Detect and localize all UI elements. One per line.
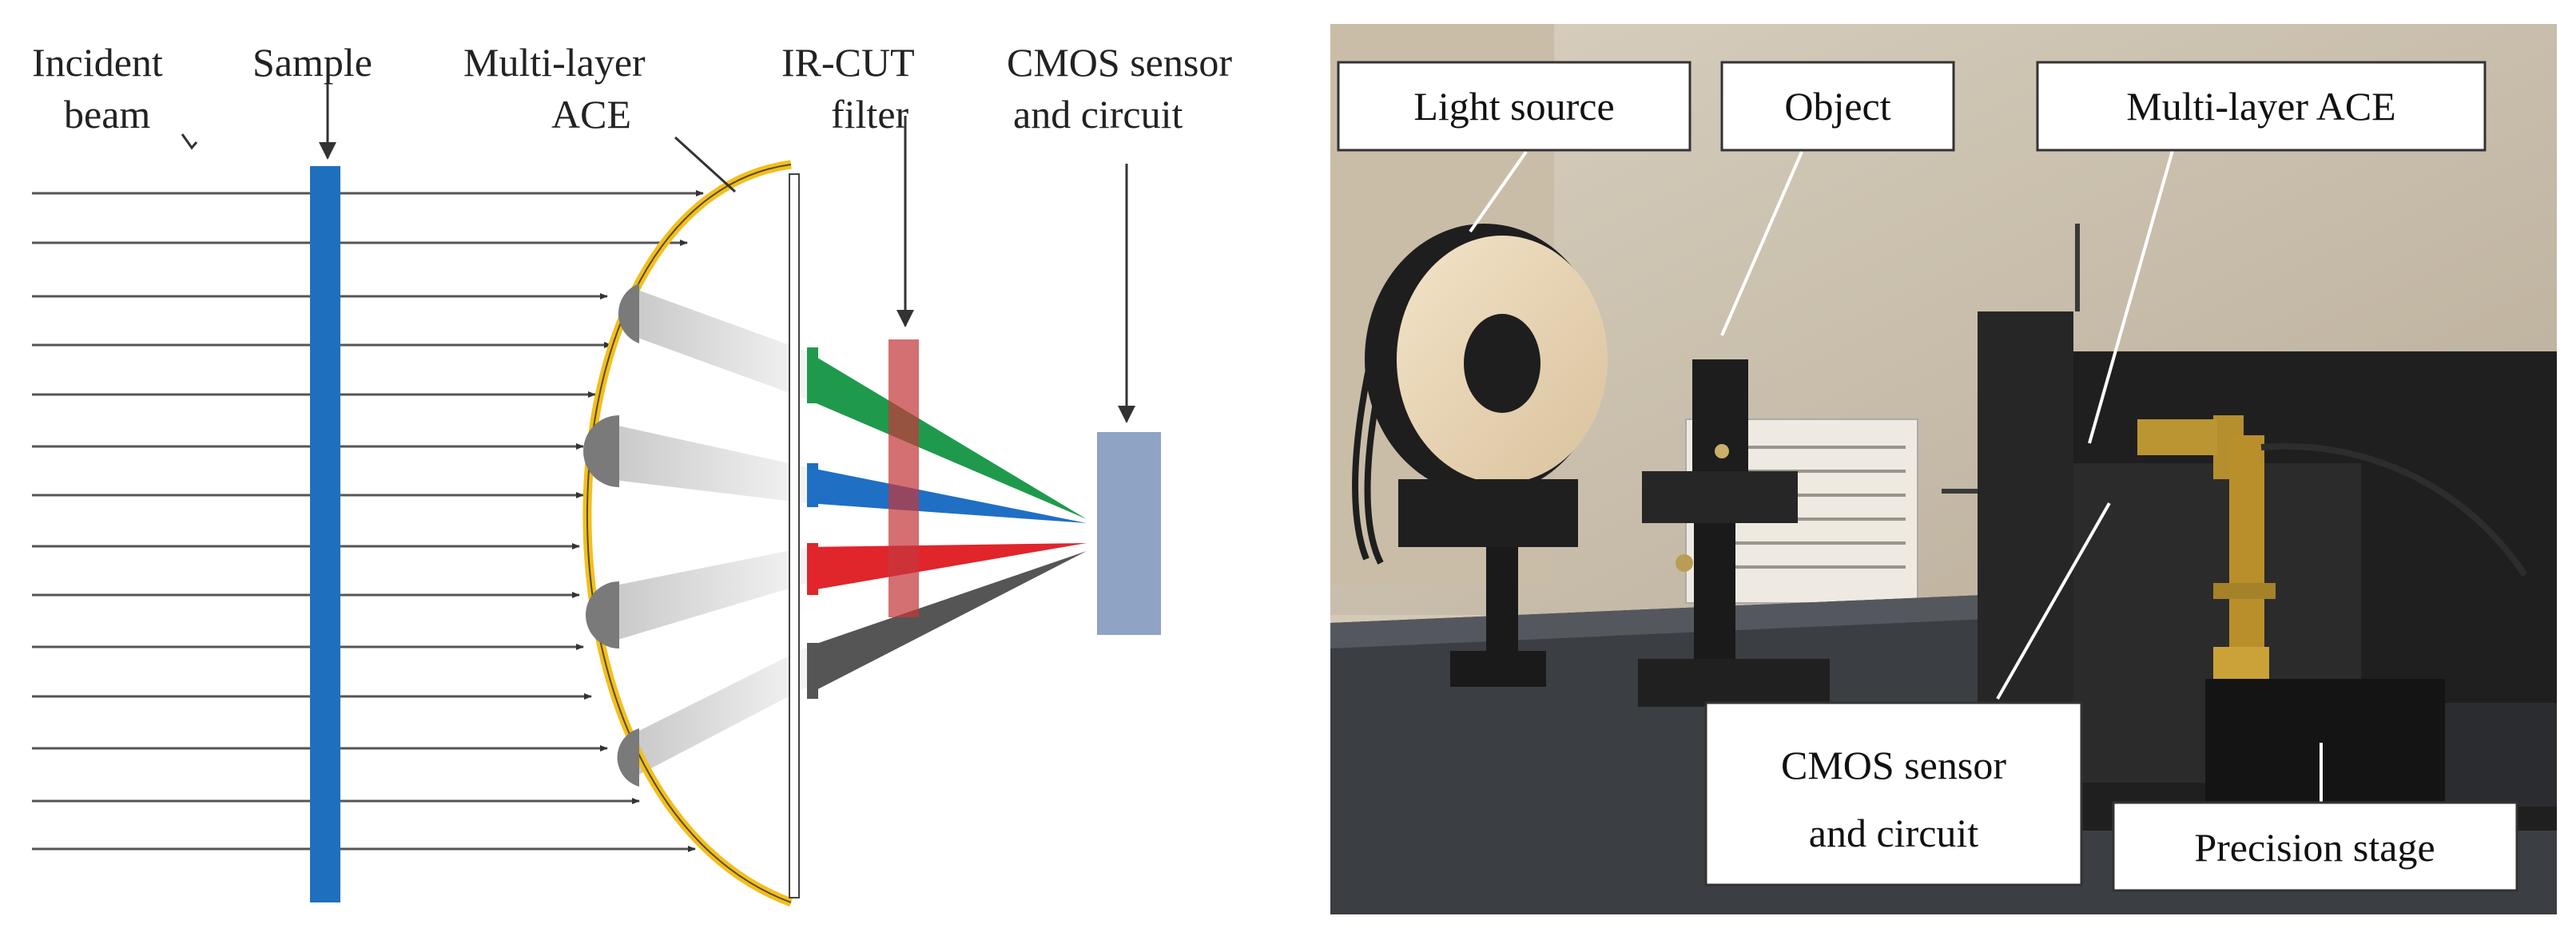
ommatidium <box>586 581 619 648</box>
precision-stage-callout: Precision stage <box>2112 801 2518 892</box>
light-source <box>1352 224 1608 687</box>
cone <box>607 423 807 503</box>
ace-substrate <box>789 173 800 898</box>
ommatidia <box>583 284 639 787</box>
ace-camera-enclosure <box>1942 224 2557 831</box>
cmos-callout: CMOS sensor and circuit <box>1704 701 2083 886</box>
ommatidium <box>583 415 619 487</box>
cone <box>607 547 807 643</box>
photo-leader-lines <box>1469 147 2323 803</box>
precision-stage <box>2137 415 2528 679</box>
experimental-setup-photo: Light source Object Multi-layer ACE CMOS… <box>1330 24 2557 914</box>
cmos-photo-label-line2: and circuit <box>1809 811 1979 855</box>
ommatidium <box>618 284 639 343</box>
cmos-label-line1: CMOS sensor <box>1007 40 1232 85</box>
ace-pointer-line <box>674 136 737 193</box>
beam-red-base <box>807 543 818 595</box>
ommatidia-cones <box>607 288 807 779</box>
beam-gray <box>807 551 1087 695</box>
incident-beam-label-line1: Incident <box>32 40 163 85</box>
sample-bar <box>310 166 340 902</box>
cone <box>631 288 807 399</box>
leader-light-source <box>1469 150 1528 233</box>
beam-blue <box>807 467 1087 523</box>
cone <box>631 647 807 779</box>
ace-dome-inner-line <box>586 164 792 903</box>
ir-cut-label-line2: filter <box>831 92 909 137</box>
beam-green <box>807 351 1087 519</box>
object-callout: Object <box>1720 61 1955 152</box>
leader-ace <box>2088 147 2175 444</box>
object-label: Object <box>1784 84 1890 129</box>
cmos-label-line2: and circuit <box>1013 92 1183 137</box>
ace-label-line1: Multi-layer <box>463 40 646 85</box>
ommatidium <box>617 728 639 787</box>
beam-green-base <box>807 347 818 403</box>
right-equipment <box>2445 703 2557 807</box>
optical-schematic: Incident beam Sample Multi-layer ACE IR-… <box>32 40 1232 907</box>
leader-cmos <box>1996 502 2111 700</box>
sample-label: Sample <box>252 40 372 85</box>
leader-object <box>1720 151 1803 336</box>
object-holder <box>1638 359 1830 707</box>
ir-cut-filter <box>888 339 919 617</box>
cmos-sensor-block <box>1097 432 1161 635</box>
color-beams <box>807 347 1087 699</box>
light-source-callout: Light source <box>1337 61 1691 152</box>
incident-beam-label-line2: beam <box>64 92 150 137</box>
light-source-label: Light source <box>1413 84 1614 129</box>
multi-layer-ace-label: Multi-layer ACE <box>2126 84 2395 129</box>
ace-label-line2: ACE <box>551 92 631 137</box>
cmos-photo-label-line1: CMOS sensor <box>1781 743 2006 787</box>
incident-rays <box>32 190 704 852</box>
beam-gray-base <box>807 643 818 699</box>
ace-dome-outline <box>582 160 793 907</box>
beam-red <box>807 543 1087 591</box>
incident-beam-pointer <box>181 133 198 150</box>
ir-cut-label-line1: IR-CUT <box>781 40 915 85</box>
multi-layer-ace-callout: Multi-layer ACE <box>2036 61 2487 152</box>
precision-stage-label: Precision stage <box>2194 825 2435 870</box>
beam-blue-base <box>807 463 818 507</box>
